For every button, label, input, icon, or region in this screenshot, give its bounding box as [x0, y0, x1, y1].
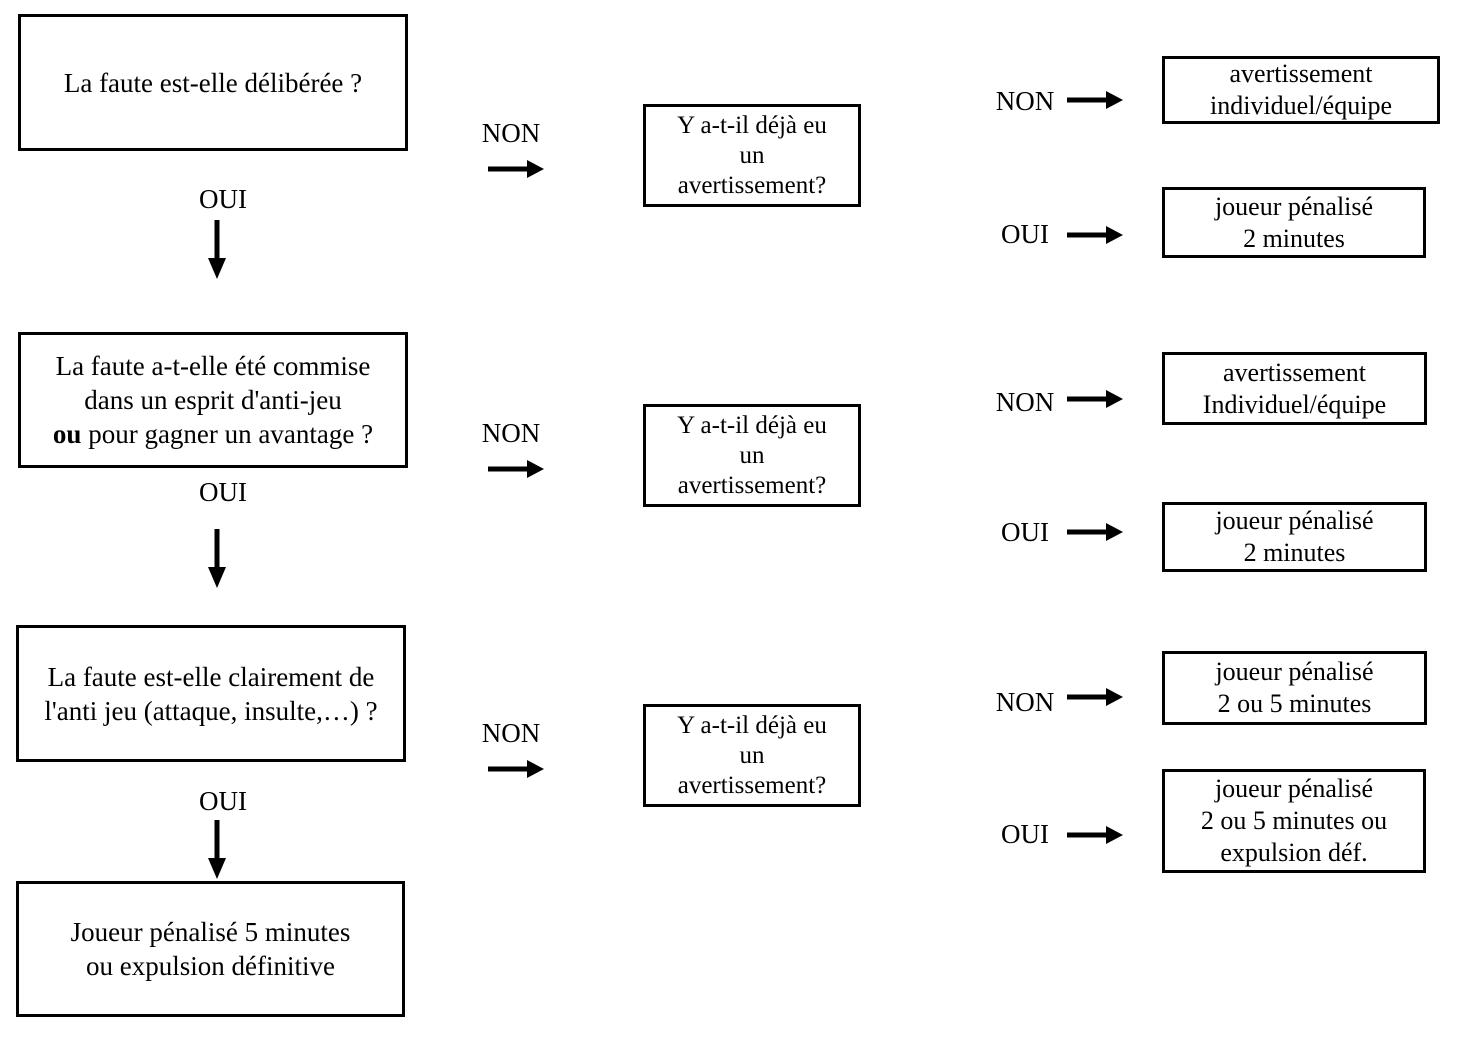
question-text: La faute a-t-elle été commise	[55, 351, 371, 381]
question-box-antijeu-advantage: La faute a-t-elle été commise dans un es…	[18, 332, 408, 468]
non-label: NON	[995, 387, 1055, 417]
non-label: NON	[481, 118, 541, 148]
warning-check-box-1: Y a-t-il déjà eu un avertissement?	[643, 104, 861, 207]
non-label: NON	[995, 86, 1055, 116]
question-text: ou pour gagner un avantage ?	[21, 417, 405, 451]
outcome-text: joueur pénalisé	[1215, 657, 1374, 686]
arrow-right-icon	[1066, 223, 1124, 247]
warning-check-text: avertissement?	[677, 471, 827, 499]
bold-ou: ou	[52, 419, 82, 449]
outcome-text: joueur pénalisé	[1215, 506, 1374, 535]
outcome-box-2min-1: joueur pénalisé 2 minutes	[1162, 187, 1426, 258]
arrow-right-icon	[487, 157, 545, 181]
arrow-right-icon	[1066, 823, 1124, 847]
final-penalty-text: Joueur pénalisé 5 minutes	[70, 917, 351, 947]
outcome-box-2or5min-expulsion: joueur pénalisé 2 ou 5 minutes ou expuls…	[1162, 769, 1426, 873]
outcome-box-2min-2: joueur pénalisé 2 minutes	[1162, 502, 1427, 572]
outcome-box-warning-2: avertissement Individuel/équipe	[1162, 352, 1427, 425]
final-penalty-text: ou expulsion définitive	[86, 951, 335, 981]
outcome-text: joueur pénalisé	[1214, 774, 1374, 803]
outcome-text: 2 ou 5 minutes ou	[1200, 806, 1388, 835]
question-text: La faute est-elle clairement de	[47, 661, 375, 692]
outcome-box-warning-1: avertissement individuel/équipe	[1162, 56, 1440, 124]
question-text: La faute est-elle délibérée ?	[63, 67, 363, 98]
outcome-text: Individuel/équipe	[1202, 389, 1387, 419]
arrow-right-icon	[1066, 520, 1124, 544]
warning-check-text: avertissement?	[677, 771, 827, 799]
warning-check-box-2: Y a-t-il déjà eu un avertissement?	[643, 404, 861, 507]
outcome-text: expulsion déf.	[1220, 838, 1368, 867]
warning-check-text: un	[739, 441, 765, 469]
outcome-box-2or5min: joueur pénalisé 2 ou 5 minutes	[1162, 651, 1427, 725]
warning-check-text: Y a-t-il déjà eu	[677, 711, 827, 739]
arrow-right-icon	[487, 757, 545, 781]
outcome-text: joueur pénalisé	[1214, 191, 1374, 221]
warning-check-box-3: Y a-t-il déjà eu un avertissement?	[643, 704, 861, 807]
outcome-text: 2 ou 5 minutes	[1217, 689, 1372, 718]
question-box-clear-antijeu: La faute est-elle clairement de l'anti j…	[16, 625, 406, 762]
outcome-text: avertissement	[1229, 59, 1373, 88]
arrow-down-icon	[202, 818, 232, 880]
arrow-right-icon	[1066, 685, 1124, 709]
oui-label: OUI	[1001, 517, 1049, 547]
non-label: NON	[481, 418, 541, 448]
question-text: l'anti jeu (attaque, insulte,…) ?	[44, 695, 378, 726]
arrow-right-icon	[487, 457, 545, 481]
non-label: NON	[481, 718, 541, 748]
warning-check-text: Y a-t-il déjà eu	[677, 411, 827, 439]
arrow-right-icon	[1066, 88, 1124, 112]
outcome-text: 2 minutes	[1243, 223, 1345, 253]
non-label: NON	[995, 687, 1055, 717]
arrow-down-icon	[202, 218, 232, 280]
oui-label: OUI	[1001, 819, 1049, 849]
warning-check-text: Y a-t-il déjà eu	[677, 111, 827, 139]
question-text-rest: pour gagner un avantage ?	[81, 419, 374, 449]
oui-label: OUI	[199, 477, 247, 507]
arrow-down-icon	[202, 527, 232, 589]
question-text: dans un esprit d'anti-jeu	[84, 385, 342, 415]
warning-check-text: un	[739, 141, 765, 169]
outcome-text: 2 minutes	[1243, 538, 1346, 567]
question-box-deliberate-fault: La faute est-elle délibérée ?	[18, 14, 408, 151]
warning-check-text: un	[739, 741, 765, 769]
final-penalty-box: Joueur pénalisé 5 minutes ou expulsion d…	[16, 881, 405, 1017]
warning-check-text: avertissement?	[677, 171, 827, 199]
outcome-text: individuel/équipe	[1210, 91, 1392, 120]
oui-label: OUI	[199, 786, 247, 816]
outcome-text: avertissement	[1223, 357, 1366, 387]
oui-label: OUI	[199, 184, 247, 214]
oui-label: OUI	[1001, 219, 1049, 249]
arrow-right-icon	[1066, 387, 1124, 411]
